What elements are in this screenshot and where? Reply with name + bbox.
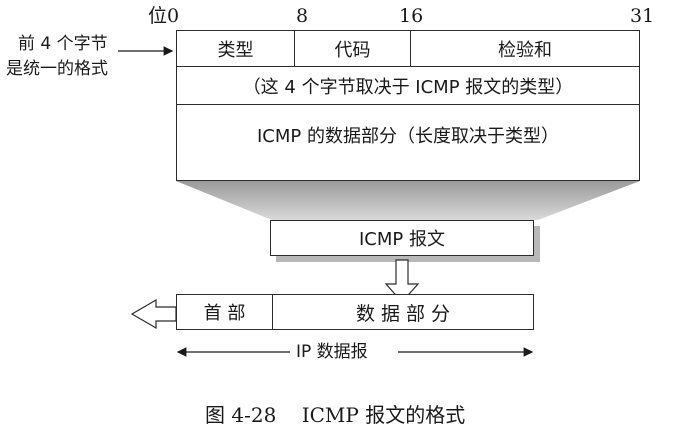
type-field: 类型 bbox=[177, 31, 295, 67]
side-note-line2: 是统一的格式 bbox=[6, 59, 108, 79]
checksum-field: 检验和 bbox=[411, 31, 639, 67]
ip-datagram-box: 首 部 数 据 部 分 bbox=[176, 294, 534, 330]
figure-caption: 图 4-28 ICMP 报文的格式 bbox=[205, 403, 466, 427]
ip-datagram-span-label: IP 数据报 bbox=[296, 342, 368, 362]
icmp-message-box: ICMP 报文 bbox=[270, 220, 534, 256]
down-arrow-icon bbox=[384, 259, 420, 303]
code-field: 代码 bbox=[295, 31, 411, 67]
bit-8-label: 8 bbox=[296, 5, 309, 27]
left-arrow-icon bbox=[130, 298, 177, 330]
bit-position-zero-label: 位0 bbox=[148, 6, 179, 26]
bit-position-prefix: 位 bbox=[148, 5, 168, 27]
perspective-shade bbox=[176, 181, 640, 220]
bit-0-label: 0 bbox=[167, 5, 180, 27]
side-note-line1: 前 4 个字节 bbox=[18, 34, 108, 54]
icmp-data-part: ICMP 的数据部分（长度取决于类型） bbox=[257, 126, 559, 147]
ip-data-cell: 数 据 部 分 bbox=[355, 302, 451, 325]
bit-31-label: 31 bbox=[630, 5, 655, 27]
ip-header-cell: 首 部 bbox=[177, 295, 273, 329]
bit-16-label: 16 bbox=[399, 5, 424, 27]
header-remainder-row: （这 4 个字节取决于 ICMP 报文的类型） bbox=[177, 67, 639, 105]
icmp-format-block: 类型 代码 检验和 （这 4 个字节取决于 ICMP 报文的类型） ICMP 的… bbox=[176, 30, 640, 181]
